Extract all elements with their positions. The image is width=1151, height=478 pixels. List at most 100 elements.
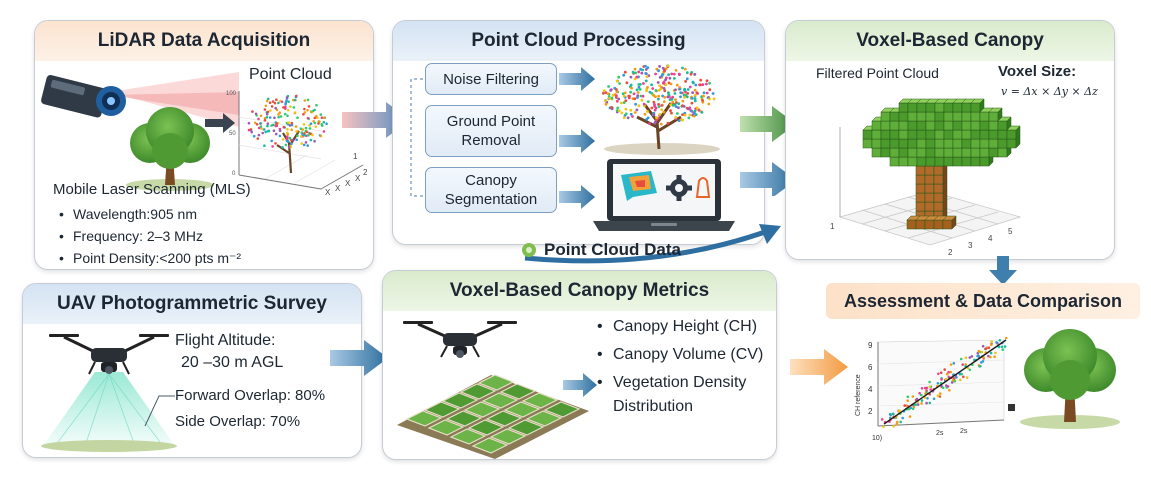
scatter-point (920, 387, 924, 390)
point-dot (671, 95, 675, 99)
step-arrows (559, 67, 595, 209)
point-dot (620, 111, 624, 115)
point-dot (313, 116, 317, 120)
point-dot (699, 78, 703, 82)
step-canopy-label-1: Canopy (465, 172, 517, 189)
point-dot (678, 87, 682, 91)
side-overlap-label: Side Overlap: 70% (175, 413, 301, 430)
voxel-tick: 2 (948, 248, 953, 257)
point-dot (620, 101, 623, 105)
arrow-processing-to-voxel (740, 106, 796, 196)
point-dot (685, 95, 689, 99)
point-dot (256, 137, 260, 140)
voxel-cube (942, 215, 957, 230)
point-dot (690, 101, 694, 105)
point-dot (250, 130, 253, 134)
point-dot (303, 111, 307, 114)
point-dot (300, 142, 304, 145)
point-dot (672, 72, 676, 76)
point-dot (634, 102, 637, 106)
point-dot (683, 88, 686, 92)
point-dot (657, 103, 660, 106)
field-plots-illustration (397, 321, 589, 459)
point-cloud-plot: 100 50 0 1 2 X X X X (226, 91, 368, 197)
scatter-point (947, 370, 950, 374)
point-dot (674, 105, 678, 108)
point-dot (284, 143, 288, 147)
voxel-tick: 3 (968, 241, 973, 250)
point-dot (657, 69, 660, 73)
field-plot (445, 410, 483, 427)
point-dot (638, 83, 642, 86)
uav-panel-title: UAV Photogrammetric Survey (23, 284, 361, 324)
point-dot (664, 67, 668, 71)
point-dot (609, 89, 612, 92)
lidar-spec-list: Wavelength:905 nm Frequency: 2–3 MHz Poi… (59, 203, 241, 269)
scatter-y-tick: 6 (868, 363, 873, 372)
point-dot (682, 105, 686, 108)
point-dot (293, 111, 297, 114)
metric-canopy-volume: Canopy Volume (CV) (597, 343, 763, 367)
point-dot (648, 122, 651, 125)
point-dot (321, 124, 324, 127)
scatter-point (911, 395, 915, 398)
point-dot (266, 110, 270, 114)
scatter-point (976, 354, 979, 358)
voxel-tick: 5 (1008, 227, 1013, 236)
scatter-point (998, 339, 1002, 342)
scatter-point (968, 356, 972, 359)
point-dot (309, 138, 313, 142)
point-dot (670, 72, 674, 76)
step-noise-filtering[interactable]: Noise Filtering (425, 63, 557, 95)
field-plot (503, 401, 541, 418)
point-dot (646, 86, 649, 89)
lidar-panel-title: LiDAR Data Acquisition (35, 21, 373, 61)
point-dot (694, 99, 697, 103)
forward-overlap-label: Forward Overlap: 80% (175, 387, 326, 404)
point-dot (275, 122, 278, 126)
point-dot (665, 76, 668, 80)
point-dot (657, 105, 661, 108)
scatter-point (950, 381, 954, 384)
point-dot (307, 105, 311, 108)
arrow-metrics-to-assessment (790, 349, 848, 385)
point-dot (646, 100, 650, 103)
point-dot (705, 91, 709, 95)
scatter-point (903, 404, 906, 407)
point-dot (635, 75, 639, 79)
uav-panel: UAV Photogrammetric Survey Flight Altitu… (22, 283, 362, 458)
point-dot (274, 132, 278, 136)
point-dot (652, 113, 656, 117)
point-dot (610, 106, 613, 109)
scatter-point (880, 418, 884, 421)
point-dot (308, 127, 312, 130)
scatter-point (981, 344, 985, 348)
spec-wavelength: Wavelength:905 nm (59, 203, 241, 225)
point-dot (693, 97, 697, 101)
scatter-point (990, 343, 993, 346)
point-dot (638, 88, 642, 91)
point-dot (705, 79, 709, 83)
point-dot (271, 100, 275, 103)
scatter-point (915, 397, 919, 401)
point-dot (674, 116, 678, 119)
point-dot (635, 88, 639, 92)
point-dot (277, 101, 280, 105)
point-dot (266, 97, 270, 101)
step-ground-point-removal[interactable]: Ground Point Removal (425, 105, 557, 157)
point-dot (666, 121, 670, 125)
point-cloud-data-arrow (522, 224, 781, 264)
point-dot (306, 108, 309, 112)
point-dot (663, 95, 666, 99)
step-canopy-segmentation[interactable]: Canopy Segmentation (425, 167, 557, 213)
point-dot (658, 76, 662, 79)
point-dot (675, 83, 679, 87)
scatter-point (909, 406, 913, 410)
pc-tick: 100 (226, 91, 237, 97)
point-dot (265, 116, 269, 119)
drone-icon (41, 334, 177, 452)
point-dot (607, 85, 610, 88)
scatter-point (964, 356, 968, 360)
scatter-point (929, 388, 932, 391)
voxel-tick: 4 (988, 234, 993, 243)
